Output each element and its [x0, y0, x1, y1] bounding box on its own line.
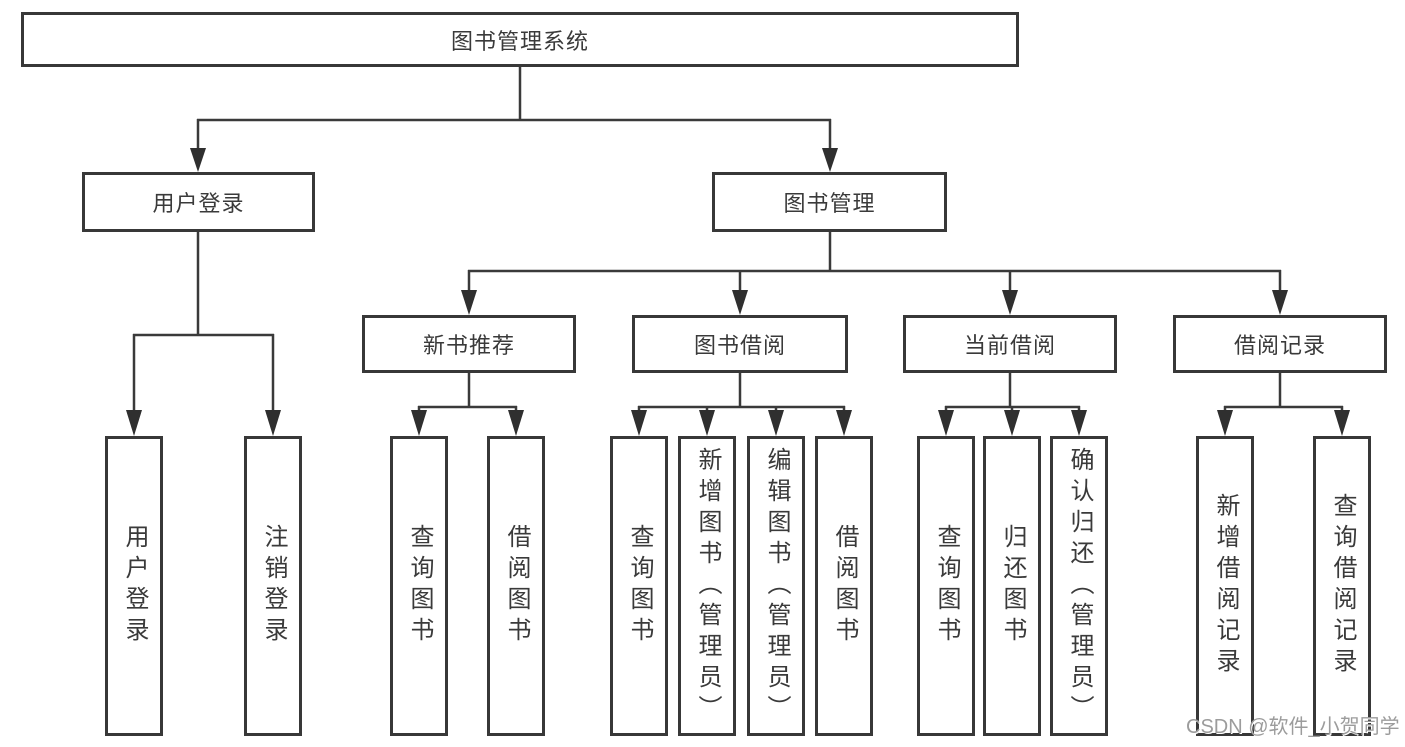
connector-root-to-level2: [190, 67, 838, 172]
node-book-management-label: 图书管理: [783, 191, 876, 216]
node-book-borrow: 图书借阅: [632, 315, 848, 373]
csdn-watermark: CSDN @软件_小贺同学: [1186, 716, 1400, 738]
node-book-management: 图书管理: [712, 172, 947, 232]
leaf-add-borrow-record-label: 新增借阅记录: [1212, 493, 1239, 679]
leaf-edit-books-admin-label: 编辑图书（管理员）: [763, 446, 790, 726]
connector-current-borrow-branch: [938, 373, 1087, 436]
node-root-label: 图书管理系统: [450, 28, 589, 54]
leaf-recommend-query-books: 查询图书: [390, 436, 448, 736]
node-current-borrow: 当前借阅: [903, 315, 1117, 373]
node-user-login-label: 用户登录: [152, 191, 245, 216]
leaf-query-borrow-record-label: 查询借阅记录: [1329, 493, 1356, 679]
leaf-recommend-query-books-label: 查询图书: [406, 524, 433, 648]
leaf-borrow-query-books: 查询图书: [610, 436, 668, 736]
leaf-borrow-query-books-label: 查询图书: [626, 524, 653, 648]
node-new-book-recommend: 新书推荐: [362, 315, 576, 373]
connector-user-login-branch: [126, 232, 281, 436]
node-new-book-recommend-label: 新书推荐: [422, 333, 515, 358]
node-current-borrow-label: 当前借阅: [963, 333, 1056, 358]
leaf-add-books-admin-label: 新增图书（管理员）: [694, 446, 721, 726]
leaf-logout-label: 注销登录: [260, 524, 287, 648]
leaf-return-books: 归还图书: [983, 436, 1041, 736]
leaf-current-query-books-label: 查询图书: [933, 524, 960, 648]
leaf-current-query-books: 查询图书: [917, 436, 975, 736]
leaf-confirm-return-admin-label: 确认归还（管理员）: [1066, 446, 1093, 726]
leaf-user-login-label: 用户登录: [121, 524, 148, 648]
connector-book-borrow-branch: [631, 373, 852, 436]
leaf-add-books-admin: 新增图书（管理员）: [678, 436, 736, 736]
leaf-borrow-books: 借阅图书: [815, 436, 873, 736]
leaf-query-borrow-record: 查询借阅记录: [1313, 436, 1371, 736]
leaf-return-books-label: 归还图书: [999, 524, 1026, 648]
connector-borrow-records-branch: [1217, 373, 1350, 436]
leaf-user-login: 用户登录: [105, 436, 163, 736]
leaf-add-borrow-record: 新增借阅记录: [1196, 436, 1254, 736]
node-borrow-records: 借阅记录: [1173, 315, 1387, 373]
connector-book-management-branch: [461, 232, 1288, 315]
node-book-borrow-label: 图书借阅: [693, 333, 786, 358]
leaf-borrow-books-label: 借阅图书: [831, 524, 858, 648]
leaf-recommend-borrow-books-label: 借阅图书: [503, 524, 530, 648]
node-user-login: 用户登录: [82, 172, 315, 232]
node-borrow-records-label: 借阅记录: [1233, 333, 1326, 358]
leaf-confirm-return-admin: 确认归还（管理员）: [1050, 436, 1108, 736]
leaf-edit-books-admin: 编辑图书（管理员）: [747, 436, 805, 736]
connector-new-book-branch: [411, 373, 524, 436]
leaf-logout: 注销登录: [244, 436, 302, 736]
node-root-system: 图书管理系统: [21, 12, 1019, 67]
leaf-recommend-borrow-books: 借阅图书: [487, 436, 545, 736]
